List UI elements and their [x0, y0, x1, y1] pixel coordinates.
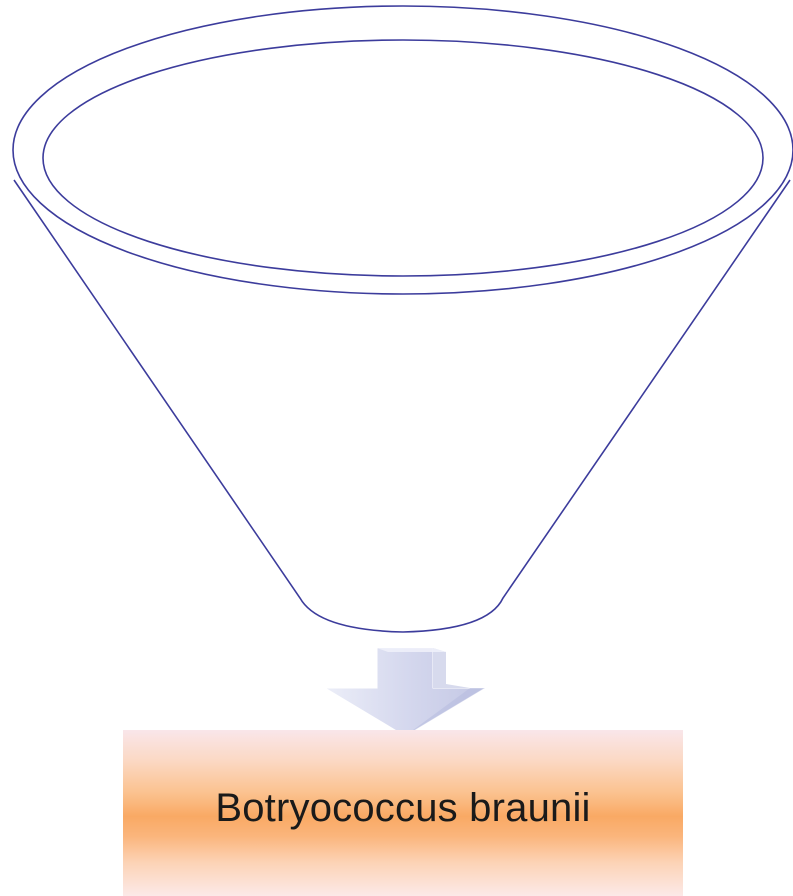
funnel-rim-inner: [43, 40, 763, 276]
output-box: Botryococcus braunii: [123, 730, 683, 896]
down-arrow-icon: [325, 648, 485, 736]
funnel-cone: [14, 180, 790, 632]
output-label: Botryococcus braunii: [215, 786, 590, 831]
funnel-rim-outer: [13, 6, 793, 294]
